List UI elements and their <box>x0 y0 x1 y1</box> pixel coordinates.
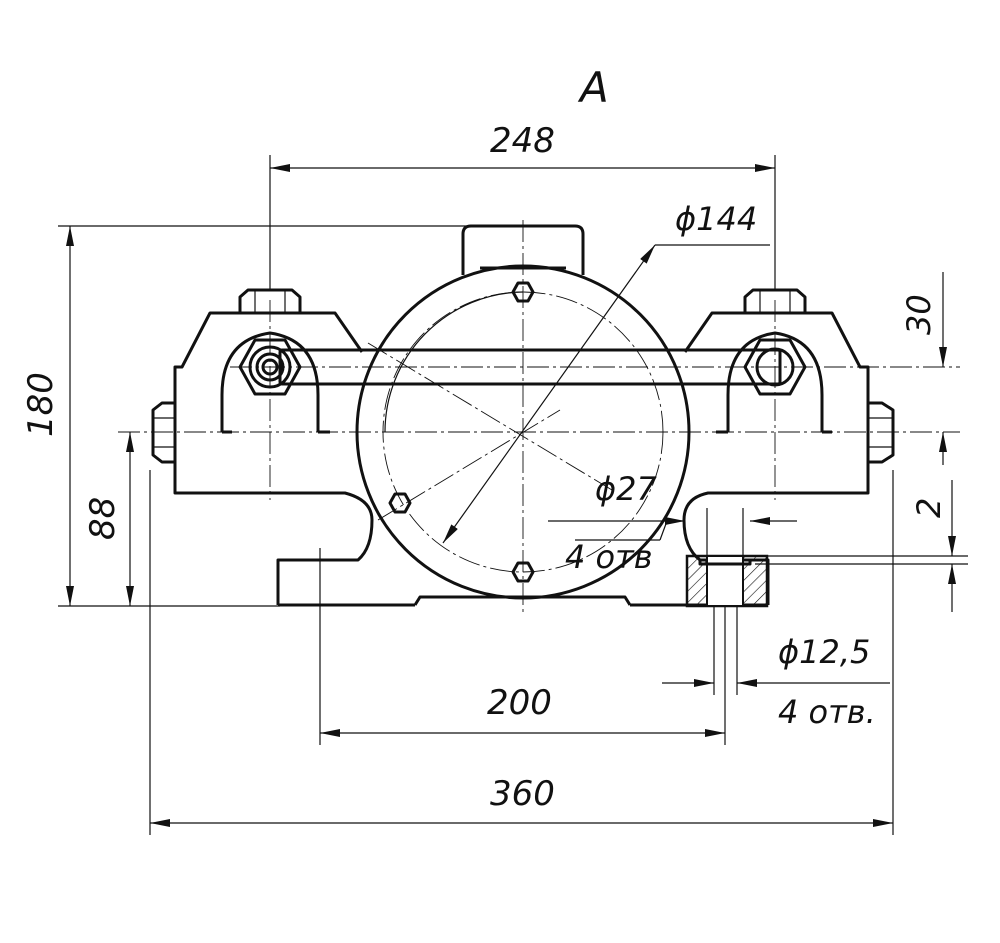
dim-12-5-label: ϕ12,5 <box>778 633 870 671</box>
dim-248 <box>269 155 776 290</box>
dim-200-label: 200 <box>487 683 552 723</box>
dim-27-holes-label: 4 отв <box>565 538 653 576</box>
dim-88-label: 88 <box>83 497 123 540</box>
dim-360 <box>149 470 894 835</box>
dim-27 <box>548 517 797 541</box>
side-bolts <box>151 401 895 464</box>
dim-144 <box>442 244 770 544</box>
dim-144-label: ϕ144 <box>675 200 757 238</box>
dim-248-label: 248 <box>490 121 555 161</box>
dim-27-label: ϕ27 <box>595 470 657 508</box>
dim-180 <box>58 225 470 607</box>
dim-30-label: 30 <box>900 294 938 335</box>
dim-12-5-holes-label: 4 отв. <box>778 693 876 731</box>
dim-12-5 <box>662 606 890 695</box>
dim-180-label: 180 <box>21 372 61 437</box>
dim-200 <box>319 548 726 745</box>
dim-360-label: 360 <box>490 774 555 814</box>
dim-2 <box>755 480 968 612</box>
dim-2-label: 2 <box>910 498 948 518</box>
center-lines <box>118 220 960 612</box>
section-cut <box>685 508 769 608</box>
view-label: A <box>577 63 609 112</box>
